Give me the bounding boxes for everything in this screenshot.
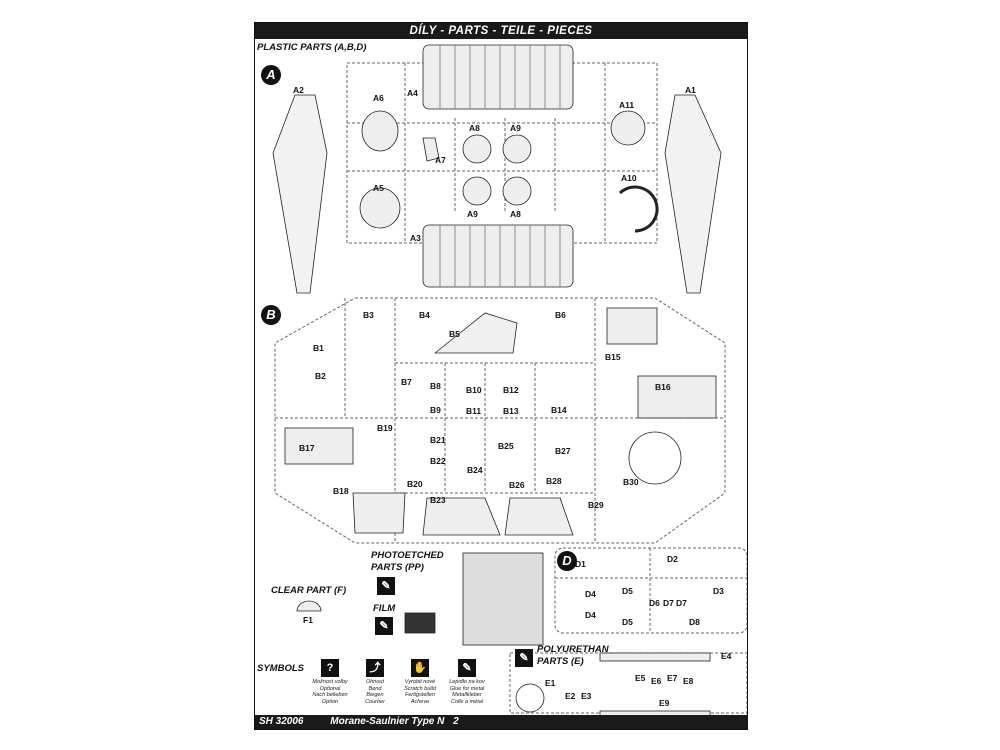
part-label: B6 <box>555 310 566 320</box>
part-label: B15 <box>605 352 621 362</box>
part-label: B8 <box>430 381 441 391</box>
part-label: D2 <box>667 554 678 564</box>
part-label: D3 <box>713 586 724 596</box>
part-label: B4 <box>419 310 430 320</box>
bend-icon: ⤴ <box>366 659 384 677</box>
parts-sheet: DÍLY - PARTS - TEILE - PIECES PLASTIC PA… <box>254 22 748 730</box>
part-label: B12 <box>503 385 519 395</box>
part-label: B9 <box>430 405 441 415</box>
part-label: D8 <box>689 617 700 627</box>
symbol-text: Ohnout Bend Biegen Courber <box>365 679 385 705</box>
part-label: A2 <box>293 85 304 95</box>
part-label: E7 <box>667 673 678 683</box>
part-label: B10 <box>466 385 482 395</box>
sprue-drawings <box>272 44 747 718</box>
film-title: FILM <box>373 603 396 614</box>
part-label: B23 <box>430 495 446 505</box>
parts-header: DÍLY - PARTS - TEILE - PIECES <box>255 23 747 39</box>
part-label: E6 <box>651 676 662 686</box>
part-label: B26 <box>509 480 525 490</box>
part-label: B2 <box>315 371 326 381</box>
part-label: B28 <box>546 476 562 486</box>
glue-metal-icon: ✎ <box>377 577 395 595</box>
sprue-a-badge: A <box>261 65 281 85</box>
part-label: B16 <box>655 382 671 392</box>
part-label: A9 <box>467 209 478 219</box>
part-label: B14 <box>551 405 567 415</box>
part-label: A11 <box>619 100 635 110</box>
glue-film-icon: ✎ <box>375 617 393 635</box>
part-label: B29 <box>588 500 604 510</box>
part-label: B21 <box>430 435 446 445</box>
part-label: B30 <box>623 477 639 487</box>
footer-name: Morane-Saulnier Type N <box>330 716 445 727</box>
scratch-build-icon: ✋ <box>411 659 429 677</box>
part-label: A4 <box>407 88 418 98</box>
part-label: B18 <box>333 486 349 496</box>
part-label: B5 <box>449 329 460 339</box>
part-label: D7 <box>676 598 687 608</box>
part-label: B3 <box>363 310 374 320</box>
part-label: B24 <box>467 465 483 475</box>
part-label: E4 <box>721 651 732 661</box>
part-label: A8 <box>469 123 480 133</box>
part-label: B11 <box>466 406 482 416</box>
part-label: E2 <box>565 691 576 701</box>
part-label: D1 <box>575 559 586 569</box>
part-label: A10 <box>621 173 637 183</box>
part-label: B27 <box>555 446 571 456</box>
part-label: D4 <box>585 610 596 620</box>
part-label: A9 <box>510 123 521 133</box>
part-label: F1 <box>303 615 313 625</box>
part-label: B25 <box>498 441 514 451</box>
symbol-text: Možnost volby Optional Nach belieben Opt… <box>312 679 348 705</box>
symbols-title: SYMBOLS <box>257 663 304 674</box>
part-label: D5 <box>622 617 633 627</box>
part-label: A3 <box>410 233 421 243</box>
part-label: A5 <box>373 183 384 193</box>
part-label: B17 <box>299 443 315 453</box>
sprue-b-badge: B <box>261 305 281 325</box>
part-label: E3 <box>581 691 592 701</box>
symbol-text: Lepidlo na kov Glue for metal Metallkleb… <box>449 679 485 705</box>
part-label: B22 <box>430 456 446 466</box>
clear-part-title: CLEAR PART (F) <box>271 585 347 596</box>
part-label: B20 <box>407 479 423 489</box>
polyurethan-title: POLYURETHAN PARTS (E) <box>537 644 609 667</box>
part-label: E5 <box>635 673 646 683</box>
part-label: A6 <box>373 93 384 103</box>
glue-metal-icon: ✎ <box>458 659 476 677</box>
footer-code: SH 32006 <box>259 716 304 727</box>
plastic-parts-title: PLASTIC PARTS (A,B,D) <box>257 42 367 53</box>
part-label: B1 <box>313 343 324 353</box>
part-label: D6 <box>649 598 660 608</box>
symbol-text: Vyrobit nové Scratch build Fertigstellen… <box>404 679 436 705</box>
part-label: B7 <box>401 377 412 387</box>
part-label: B19 <box>377 423 393 433</box>
footer: SH 32006 Morane-Saulnier Type N 2 <box>255 715 747 729</box>
photoetched-parts-title: PHOTOETCHED PARTS (PP) <box>371 550 444 573</box>
part-label: E1 <box>545 678 556 688</box>
part-label: D7 <box>663 598 674 608</box>
footer-page: 2 <box>453 716 459 727</box>
part-label: B13 <box>503 406 519 416</box>
part-label: E8 <box>683 676 694 686</box>
part-label: D5 <box>622 586 633 596</box>
part-label: A7 <box>435 155 446 165</box>
part-label: D4 <box>585 589 596 599</box>
part-label: A8 <box>510 209 521 219</box>
glue-poly-icon: ✎ <box>515 649 533 667</box>
optional-icon: ? <box>321 659 339 677</box>
part-label: A1 <box>685 85 696 95</box>
part-label: E9 <box>659 698 670 708</box>
sprue-d-badge: D <box>557 551 577 571</box>
